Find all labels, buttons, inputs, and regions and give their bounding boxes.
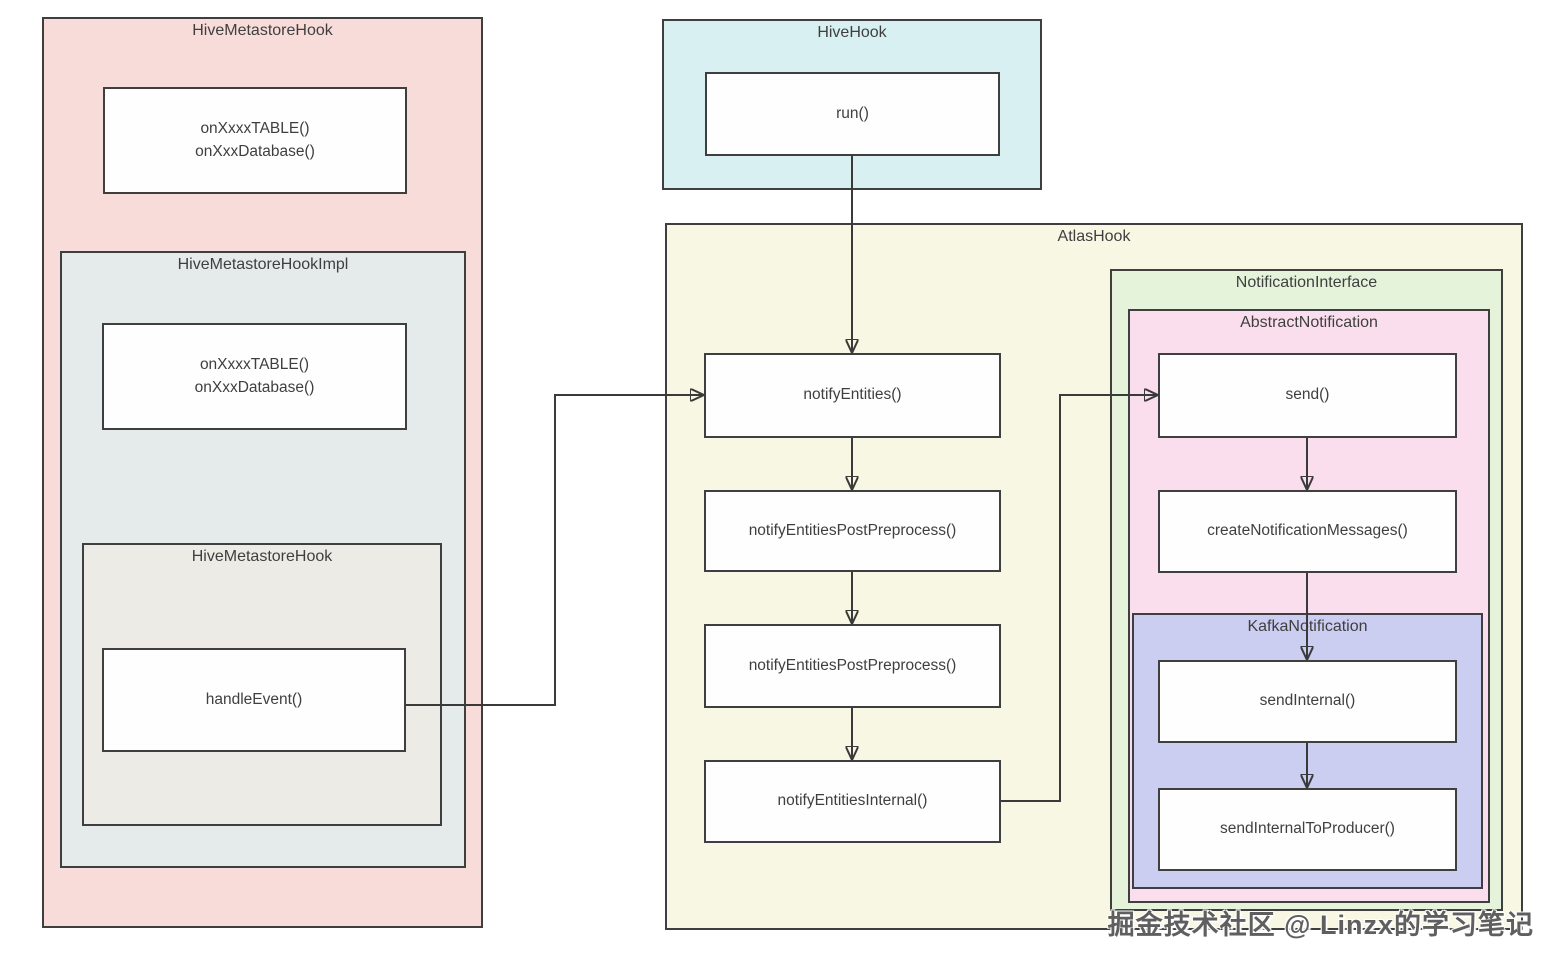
node-label-line2: onXxxDatabase() xyxy=(194,378,315,396)
container-title: AbstractNotification xyxy=(1240,314,1378,331)
node-send-internal: sendInternal() xyxy=(1158,660,1457,743)
node-label: notifyEntitiesPostPreprocess() xyxy=(748,656,957,674)
node-label-line1: onXxxxTABLE() xyxy=(199,356,310,374)
node-notify-entities-post-preprocess-2: notifyEntitiesPostPreprocess() xyxy=(704,624,1001,708)
node-label: handleEvent() xyxy=(205,690,303,708)
container-hive-hook: HiveHook run() xyxy=(662,19,1042,190)
container-title: KafkaNotification xyxy=(1247,618,1368,635)
node-send-internal-to-producer: sendInternalToProducer() xyxy=(1158,788,1457,871)
node-notify-entities-post-preprocess-1: notifyEntitiesPostPreprocess() xyxy=(704,490,1001,572)
node-metastore-methods-outer: onXxxxTABLE() onXxxDatabase() xyxy=(103,87,407,194)
node-handle-event: handleEvent() xyxy=(102,648,406,752)
node-create-notification-messages: createNotificationMessages() xyxy=(1158,490,1457,573)
node-label: send() xyxy=(1285,386,1330,404)
container-title: HiveMetastoreHook xyxy=(192,22,333,39)
node-label-line1: onXxxxTABLE() xyxy=(200,120,310,138)
container-title: AtlasHook xyxy=(1057,228,1131,245)
container-title: NotificationInterface xyxy=(1235,274,1378,291)
node-metastore-methods-impl: onXxxxTABLE() onXxxDatabase() xyxy=(102,323,407,430)
container-title: HiveHook xyxy=(817,24,887,41)
node-label: sendInternal() xyxy=(1259,692,1356,710)
node-notify-entities-internal: notifyEntitiesInternal() xyxy=(704,760,1001,843)
container-hive-metastore-hook-outer: HiveMetastoreHook onXxxxTABLE() onXxxDat… xyxy=(42,17,483,928)
container-hive-metastore-hook-impl: HiveMetastoreHookImpl onXxxxTABLE() onXx… xyxy=(60,251,466,868)
container-hive-metastore-hook-inner: HiveMetastoreHook handleEvent() xyxy=(82,543,442,826)
node-label: sendInternalToProducer() xyxy=(1220,820,1395,838)
container-abstract-notification: AbstractNotification send() createNotifi… xyxy=(1128,309,1490,903)
node-send: send() xyxy=(1158,353,1457,438)
node-label: run() xyxy=(836,104,869,122)
container-notification-interface: NotificationInterface AbstractNotificati… xyxy=(1110,269,1503,911)
container-title: HiveMetastoreHook xyxy=(191,548,333,565)
node-label: notifyEntitiesPostPreprocess() xyxy=(748,521,957,539)
node-run: run() xyxy=(705,72,1000,156)
node-label: notifyEntitiesInternal() xyxy=(777,792,928,810)
node-label: createNotificationMessages() xyxy=(1207,522,1408,540)
node-label: notifyEntities() xyxy=(803,386,902,404)
node-notify-entities: notifyEntities() xyxy=(704,353,1001,438)
watermark: 掘金技术社区 @ Linzx的学习笔记 xyxy=(1107,910,1534,940)
container-atlas-hook: AtlasHook notifyEntities() notifyEntitie… xyxy=(665,223,1523,930)
node-label-line2: onXxxDatabase() xyxy=(195,142,315,160)
container-title: HiveMetastoreHookImpl xyxy=(177,256,349,273)
container-kafka-notification: KafkaNotification sendInternal() sendInt… xyxy=(1132,613,1483,889)
